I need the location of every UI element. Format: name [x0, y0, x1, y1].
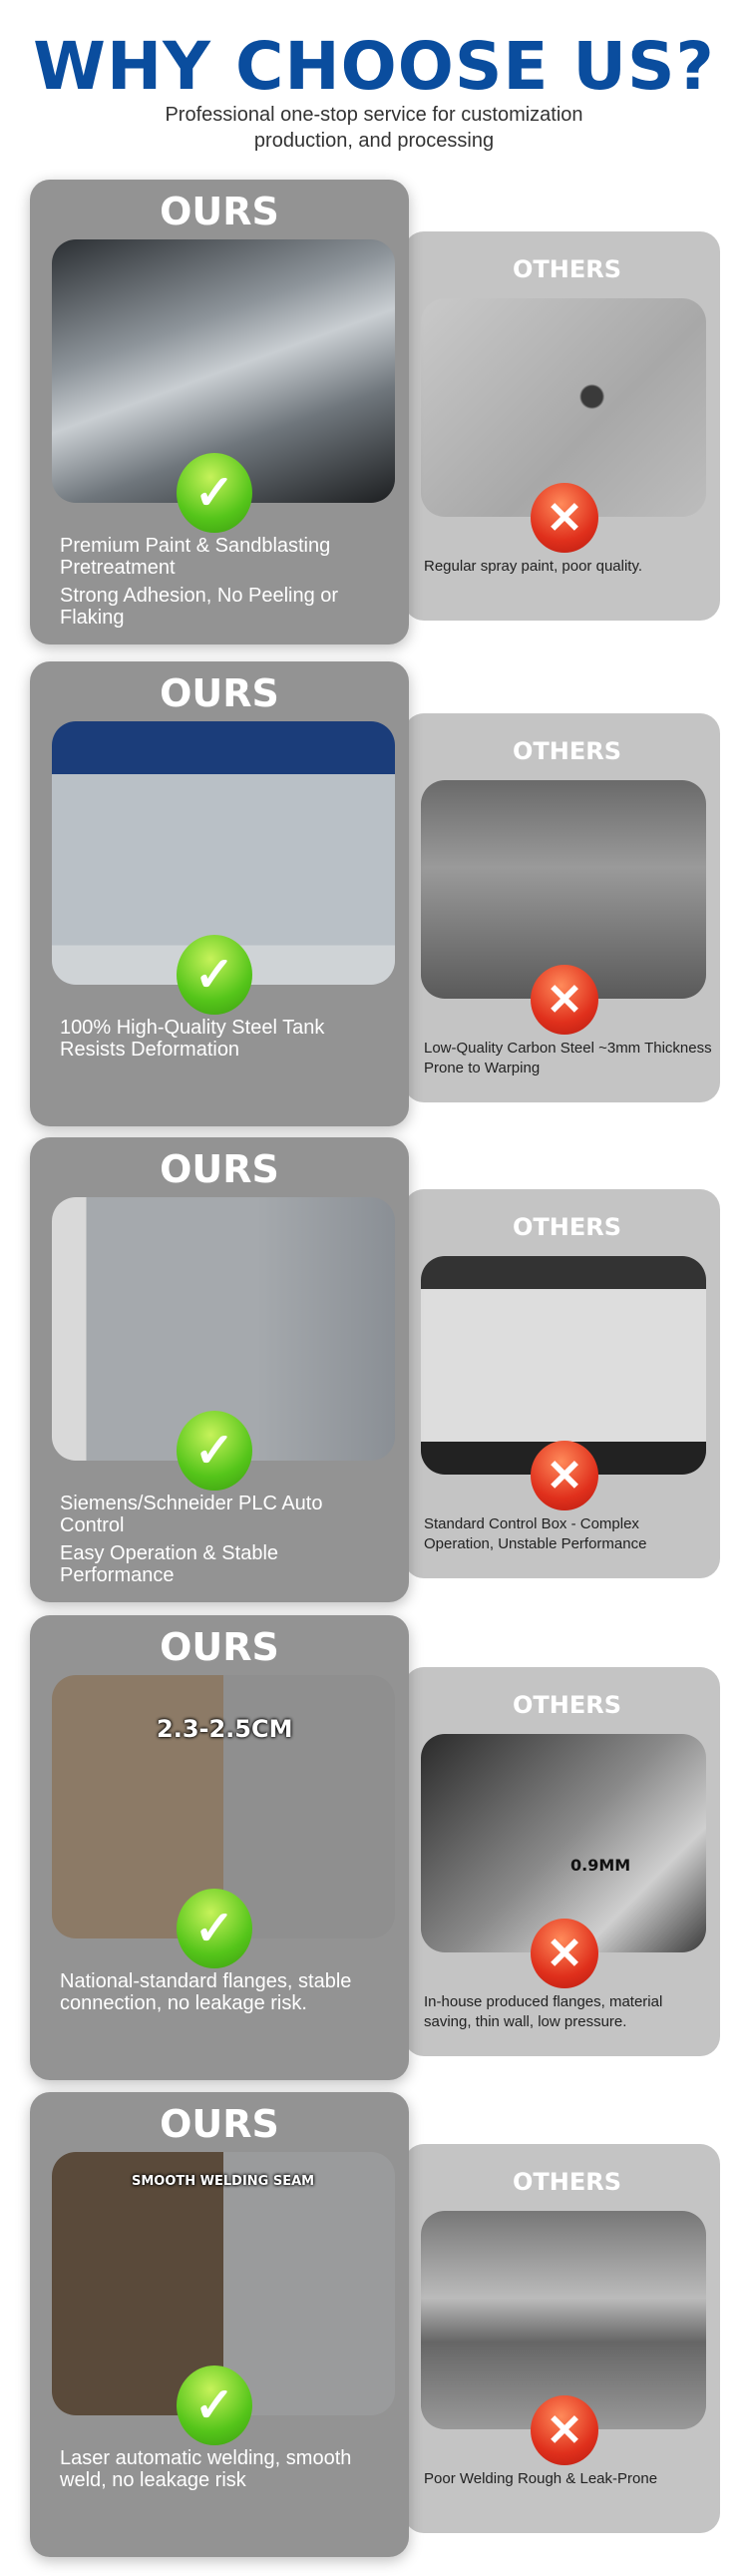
others-product-photo: [421, 2211, 706, 2429]
check-icon: ✓: [177, 453, 252, 533]
others-product-photo: [421, 298, 706, 517]
others-description: Poor Welding Rough & Leak-Prone: [424, 2470, 658, 2487]
ours-feature-text: Strong Adhesion, No Peeling or Flaking: [60, 585, 339, 629]
ours-description: Laser automatic welding, smooth weld, no…: [60, 2447, 389, 2497]
cross-icon: ✕: [531, 1919, 598, 1988]
others-label: OTHERS: [512, 1691, 622, 1719]
comparison-row: OURS SMOOTH WELDING SEAM ✓ Laser automat…: [0, 2092, 748, 2561]
check-icon: ✓: [177, 1889, 252, 1968]
ours-description: Premium Paint & Sandblasting Pretreatmen…: [60, 535, 389, 635]
ours-description: 100% High-Quality Steel Tank Resists Def…: [60, 1017, 389, 1067]
others-card: OTHERS ✕ Low-Quality Carbon Steel ~3mm T…: [404, 713, 720, 1102]
ours-label: OURS: [160, 190, 279, 233]
comparison-row: OURS ✓ Premium Paint & Sandblasting Pret…: [0, 180, 748, 648]
ours-feature-text: 100% High-Quality Steel Tank Resists Def…: [60, 1017, 325, 1061]
ours-feature-text: Laser automatic welding, smooth weld, no…: [60, 2447, 352, 2491]
photo-overlay-text: 2.3-2.5CM: [157, 1715, 293, 1743]
others-card: OTHERS ✕ Poor Welding Rough & Leak-Prone: [404, 2144, 720, 2533]
others-label: OTHERS: [512, 255, 622, 283]
ours-feature-text: Easy Operation & Stable Performance: [60, 1542, 279, 1586]
others-product-photo: [421, 780, 706, 999]
comparison-row: OURS ✓ 100% High-Quality Steel Tank Resi…: [0, 661, 748, 1130]
comparison-row: OURS ✓ Siemens/Schneider PLC Auto Contro…: [0, 1137, 748, 1606]
ours-card: OURS ✓ Premium Paint & Sandblasting Pret…: [30, 180, 409, 644]
others-card: OTHERS 0.9MM ✕ In-house produced flanges…: [404, 1667, 720, 2056]
others-description: Standard Control Box - Complex Operation…: [424, 1515, 647, 1552]
subtitle-line: production, and processing: [253, 130, 495, 152]
cross-icon: ✕: [531, 483, 598, 553]
ours-card: OURS ✓ Siemens/Schneider PLC Auto Contro…: [30, 1137, 409, 1602]
photo-overlay-text: 0.9MM: [570, 1856, 631, 1875]
others-label: OTHERS: [512, 737, 622, 765]
page-subtitle: Professional one-stop service for custom…: [0, 102, 748, 154]
ours-label: OURS: [160, 2102, 279, 2146]
others-description: Low-Quality Carbon Steel ~3mm Thickness …: [424, 1040, 712, 1076]
ours-card: OURS ✓ 100% High-Quality Steel Tank Resi…: [30, 661, 409, 1126]
photo-overlay-text: SMOOTH WELDING SEAM: [132, 2174, 315, 2189]
cross-icon: ✕: [531, 1441, 598, 1510]
others-description: In-house produced flanges, material savi…: [424, 1993, 663, 2030]
others-description: Regular spray paint, poor quality.: [424, 558, 643, 575]
ours-label: OURS: [160, 1625, 279, 1669]
page-title: WHY CHOOSE US?: [33, 28, 715, 105]
ours-feature-text: Premium Paint & Sandblasting Pretreatmen…: [60, 535, 331, 579]
others-product-photo: [421, 1256, 706, 1475]
ours-feature-text: Siemens/Schneider PLC Auto Control: [60, 1493, 323, 1536]
others-label: OTHERS: [512, 1213, 622, 1241]
check-icon: ✓: [177, 1411, 252, 1491]
ours-card: OURS SMOOTH WELDING SEAM ✓ Laser automat…: [30, 2092, 409, 2557]
ours-label: OURS: [160, 1147, 279, 1191]
cross-icon: ✕: [531, 2395, 598, 2465]
ours-label: OURS: [160, 671, 279, 715]
others-product-photo: 0.9MM: [421, 1734, 706, 1952]
check-icon: ✓: [177, 935, 252, 1015]
others-label: OTHERS: [512, 2168, 622, 2196]
cross-icon: ✕: [531, 965, 598, 1035]
others-card: OTHERS ✕ Regular spray paint, poor quali…: [404, 231, 720, 621]
others-card: OTHERS ✕ Standard Control Box - Complex …: [404, 1189, 720, 1578]
comparison-row: OURS 2.3-2.5CM ✓ National-standard flang…: [0, 1615, 748, 2084]
ours-feature-text: National-standard flanges, stable connec…: [60, 1970, 352, 2014]
ours-description: National-standard flanges, stable connec…: [60, 1970, 389, 2020]
ours-card: OURS 2.3-2.5CM ✓ National-standard flang…: [30, 1615, 409, 2080]
subtitle-line: Professional one-stop service for custom…: [165, 104, 583, 126]
check-icon: ✓: [177, 2365, 252, 2445]
